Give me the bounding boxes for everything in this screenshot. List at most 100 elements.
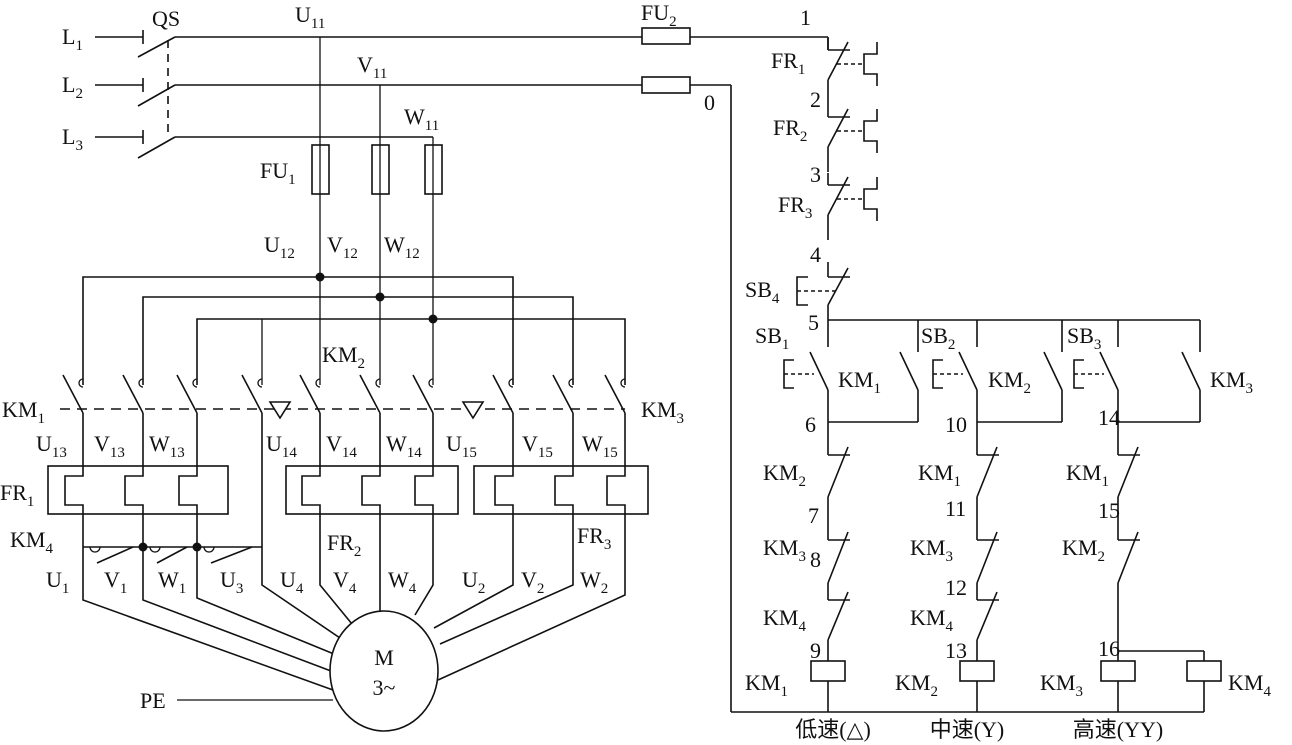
fr-nc-contact [827, 173, 878, 240]
node-w15: W15 [582, 431, 618, 461]
coil [810, 660, 846, 682]
contact [412, 374, 434, 432]
overload-label-fr2: FR2 [327, 530, 361, 560]
interlocks-1 [810, 422, 850, 712]
node-4: 4 [810, 242, 821, 267]
motor-lead [196, 560, 335, 655]
node-u14: U14 [266, 431, 297, 461]
coil-km4 [1118, 650, 1222, 712]
stop-button-label-sb4: SB4 [745, 277, 780, 307]
interlock-triangle-icon [461, 401, 485, 420]
fuse-fu1 [311, 144, 443, 195]
node-9: 9 [810, 638, 821, 663]
node-w13: W13 [149, 431, 185, 461]
node-11: 11 [945, 496, 966, 521]
junction-dot [428, 314, 438, 324]
ground-label-pe: PE [140, 688, 166, 713]
terminal-u1: U1 [46, 567, 69, 597]
interlock-label: KM1 [1066, 460, 1109, 490]
holding-contact-label: KM2 [988, 367, 1031, 397]
control-wiring [641, 27, 1204, 713]
fr2-nc-label: FR2 [773, 115, 807, 145]
node-13: 13 [945, 638, 967, 663]
fuse-out-feeds [319, 194, 434, 385]
holding-contact-label: KM3 [1210, 367, 1253, 397]
interlock-label: KM4 [910, 605, 953, 635]
fuse-label-fu2: FU2 [641, 0, 677, 30]
junction-dot [375, 292, 385, 302]
interlock-label: KM4 [763, 605, 806, 635]
node-15: 15 [1098, 498, 1120, 523]
coil-label: KM3 [1040, 670, 1083, 700]
node-12: 12 [945, 575, 967, 600]
contactor-label-km4: KM4 [10, 527, 53, 557]
contact [604, 374, 626, 432]
node-10: 10 [945, 412, 967, 437]
fuse-label-fu1: FU1 [260, 158, 296, 188]
line-label-l1: L1 [62, 24, 83, 54]
node-0: 0 [704, 90, 715, 115]
node-v15: V15 [522, 431, 553, 461]
terminal-v2: V2 [521, 567, 544, 597]
km4-contact [203, 546, 253, 564]
overload-nc-contacts [827, 38, 878, 240]
interlock-label: KM3 [763, 535, 806, 565]
motor-label: M [374, 645, 394, 670]
motor-lead [433, 560, 514, 629]
motor-type-label: 3~ [373, 675, 396, 700]
node-8: 8 [810, 547, 821, 572]
overload-relays [47, 432, 649, 560]
node-3: 3 [810, 162, 821, 187]
node-w14: W14 [386, 431, 422, 461]
interlock-label: KM1 [918, 460, 961, 490]
node-v14: V14 [326, 431, 357, 461]
km4-contact [89, 546, 134, 564]
contact [241, 374, 263, 432]
stop-button-sb4[interactable] [796, 262, 850, 320]
terminal-w4: W4 [388, 567, 417, 597]
contactor-label-km3: KM3 [641, 397, 684, 427]
interlock-label: KM2 [1062, 535, 1105, 565]
contactor-label-km2: KM2 [322, 342, 365, 372]
coil-label-km4: KM4 [1228, 670, 1271, 700]
start-button-label: SB1 [755, 323, 789, 353]
interlocks-3 [1100, 422, 1140, 712]
coil [1100, 660, 1136, 682]
fr3-nc-label: FR3 [778, 192, 812, 222]
terminal-u4: U4 [280, 567, 304, 597]
contact [176, 374, 198, 432]
node-u15: U15 [446, 431, 477, 461]
contactor-linkage [60, 401, 625, 420]
line-label-l3: L3 [62, 124, 83, 154]
coil [1186, 660, 1222, 682]
node-w12: W12 [384, 232, 420, 262]
node-16: 16 [1098, 636, 1120, 661]
motor-lead [82, 560, 334, 691]
coil-label: KM1 [745, 670, 788, 700]
node-v11: V11 [357, 52, 387, 82]
terminal-w2: W2 [580, 567, 608, 597]
contact [552, 374, 574, 432]
overload-relay-fr3 [473, 432, 649, 560]
fr-nc-contact [827, 105, 878, 172]
overload-relay-fr1 [47, 432, 229, 560]
interlock-triangle-icon [268, 401, 292, 420]
node-u11: U11 [295, 2, 325, 32]
contactor-main-contacts [62, 374, 626, 432]
terminal-v4: V4 [333, 567, 357, 597]
node-v12: V12 [327, 232, 358, 262]
terminal-v1: V1 [104, 567, 127, 597]
fr-nc-contact [827, 38, 878, 105]
motor-lead [319, 560, 353, 625]
branch-1 [783, 320, 919, 423]
main-switch-qs [95, 30, 176, 159]
interlocks-2 [959, 422, 999, 712]
speed-caption: 中速(Y) [930, 717, 1005, 742]
switch-label-qs: QS [152, 6, 180, 31]
holding-contact-label: KM1 [838, 367, 881, 397]
interlock-label: KM2 [763, 460, 806, 490]
control-branches [783, 320, 1222, 712]
node-w11: W11 [404, 104, 439, 134]
coil [959, 660, 995, 682]
